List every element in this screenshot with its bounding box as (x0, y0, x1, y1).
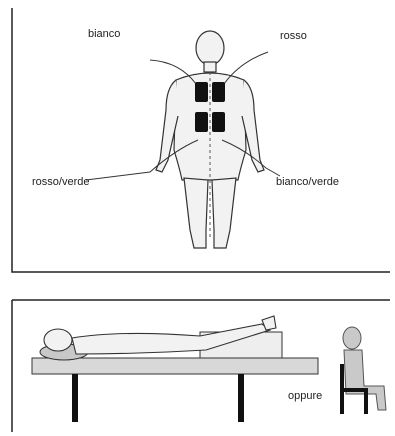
electrode-upper-right (212, 82, 225, 102)
figure-neck (204, 62, 216, 72)
label-oppure: oppure (288, 390, 322, 402)
label-rosso-verde: rosso/verde (32, 176, 89, 188)
lying-figure-head (44, 329, 72, 351)
electrode-lower-left (195, 112, 208, 132)
figure-head (196, 31, 224, 65)
label-bianco-verde: bianco/verde (276, 176, 339, 188)
electrode-lower-right (212, 112, 225, 132)
figure-left-leg (184, 178, 208, 248)
label-rosso: rosso (280, 30, 307, 42)
electrode-placement-diagram (0, 0, 395, 280)
bed-leg-right (238, 374, 244, 422)
top-panel: bianco rosso rosso/verde bianco/verde (0, 0, 395, 280)
bed-top (32, 358, 318, 374)
posture-diagram (0, 290, 395, 436)
electrode-upper-left (195, 82, 208, 102)
label-bianco: bianco (88, 28, 120, 40)
bed-leg-left (72, 374, 78, 422)
figure-right-arm (242, 80, 264, 172)
bottom-panel: oppure (0, 290, 395, 436)
figure-right-leg (212, 178, 236, 248)
sitting-figure-head (343, 327, 361, 349)
